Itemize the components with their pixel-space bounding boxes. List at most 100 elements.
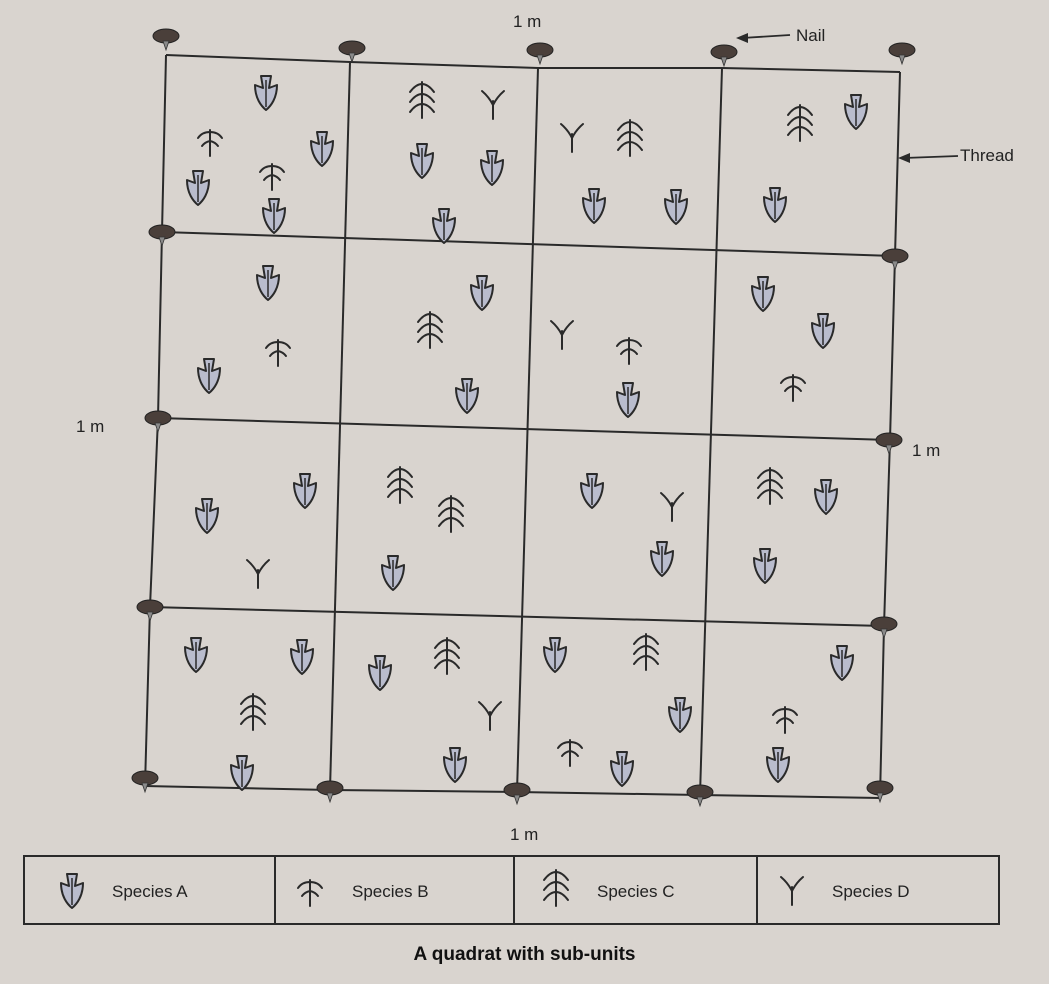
species-a-icon	[197, 358, 221, 394]
legend-item-species-c: Species C	[543, 869, 674, 907]
species-a-icon	[60, 873, 84, 909]
species-a-icon	[195, 498, 219, 534]
species-a-icon	[230, 755, 254, 791]
species-a-icon	[443, 747, 467, 783]
thread-label: Thread	[960, 146, 1014, 165]
top-dimension-label: 1 m	[513, 12, 541, 31]
species-c-icon	[240, 693, 266, 731]
legend-item-species-b: Species B	[297, 879, 429, 907]
nail-icon	[881, 248, 909, 271]
species-c-icon	[633, 633, 659, 671]
species-a-icon	[455, 378, 479, 414]
species-a-icon	[814, 479, 838, 515]
species-c-icon	[417, 311, 443, 349]
species-a-icon	[543, 637, 567, 673]
thread-callout: Thread	[898, 146, 1014, 165]
species-a-icon	[753, 548, 777, 584]
species-c-icon	[409, 81, 435, 119]
species-a-icon	[410, 143, 434, 179]
species-c-icon	[438, 495, 464, 533]
species-a-icon	[381, 555, 405, 591]
species-b-icon	[616, 337, 642, 365]
right-dimension-label: 1 m	[912, 441, 940, 460]
species-a-icon	[668, 697, 692, 733]
bottom-dimension-label: 1 m	[510, 825, 538, 844]
species-b-icon	[297, 879, 323, 907]
legend-item-species-a: Species A	[60, 873, 188, 909]
nail-icon	[503, 782, 531, 805]
legend: Species A Species B Species C Species D	[23, 855, 1000, 925]
species-d-icon	[478, 701, 502, 731]
nail-icon	[686, 784, 714, 807]
species-c-icon	[434, 637, 460, 675]
species-a-icon	[368, 655, 392, 691]
species-a-icon	[310, 131, 334, 167]
species-c-icon	[543, 869, 569, 907]
legend-label: Species D	[832, 882, 909, 901]
species-a-icon	[470, 275, 494, 311]
thread-col2	[329, 61, 351, 791]
species-d-icon	[780, 876, 804, 906]
nail-icon	[131, 770, 159, 793]
species-d-icon	[246, 559, 270, 589]
nail-icon	[136, 599, 164, 622]
species-a-icon	[184, 637, 208, 673]
nail-icon	[526, 42, 554, 65]
quadrat-threads	[144, 54, 901, 799]
species-c-icon	[787, 104, 813, 142]
nail-icon	[152, 28, 180, 51]
species-c-icon	[757, 467, 783, 505]
species-a-icon	[751, 276, 775, 312]
legend-label: Species B	[352, 882, 429, 901]
nail-icon	[316, 780, 344, 803]
nail-icon	[710, 44, 738, 67]
species-d-icon	[550, 320, 574, 350]
thread-row3	[157, 417, 891, 441]
species-b-icon	[259, 163, 285, 191]
thread-row2	[161, 231, 896, 257]
species-a-icon	[616, 382, 640, 418]
species-a-icon	[186, 170, 210, 206]
thread-col3	[516, 67, 539, 793]
legend-item-species-d: Species D	[780, 876, 909, 906]
species-a-icon	[293, 473, 317, 509]
species-c-icon	[617, 119, 643, 157]
species-c-icon	[387, 466, 413, 504]
species-a-icon	[844, 94, 868, 130]
figure-caption: A quadrat with sub-units	[413, 944, 636, 965]
species-a-icon	[290, 639, 314, 675]
species-a-icon	[811, 313, 835, 349]
nail-icon	[144, 410, 172, 433]
thread-col4	[699, 67, 723, 796]
species-a-icon	[830, 645, 854, 681]
species-b-icon	[557, 739, 583, 767]
species-d-icon	[560, 123, 584, 153]
species-d-icon	[481, 90, 505, 120]
nail-icon	[866, 780, 894, 803]
legend-label: Species A	[112, 882, 188, 901]
species-a-icon	[262, 198, 286, 234]
species-a-icon	[582, 188, 606, 224]
species-b-icon	[265, 339, 291, 367]
nail-callout: Nail	[736, 26, 825, 45]
species-a-icon	[254, 75, 278, 111]
species-d-icon	[660, 492, 684, 522]
species-a-icon	[664, 189, 688, 225]
nail-icon	[338, 40, 366, 63]
nail-label: Nail	[796, 26, 825, 45]
species-a-icon	[580, 473, 604, 509]
nails	[131, 28, 916, 807]
nail-icon	[870, 616, 898, 639]
nail-icon	[148, 224, 176, 247]
species-b-icon	[772, 706, 798, 734]
thread-top	[165, 54, 901, 73]
species-a-icon	[650, 541, 674, 577]
species-b-icon	[197, 129, 223, 157]
plants	[184, 75, 868, 791]
species-b-icon	[780, 374, 806, 402]
species-a-icon	[256, 265, 280, 301]
thread-row4	[149, 606, 885, 627]
left-dimension-label: 1 m	[76, 417, 104, 436]
